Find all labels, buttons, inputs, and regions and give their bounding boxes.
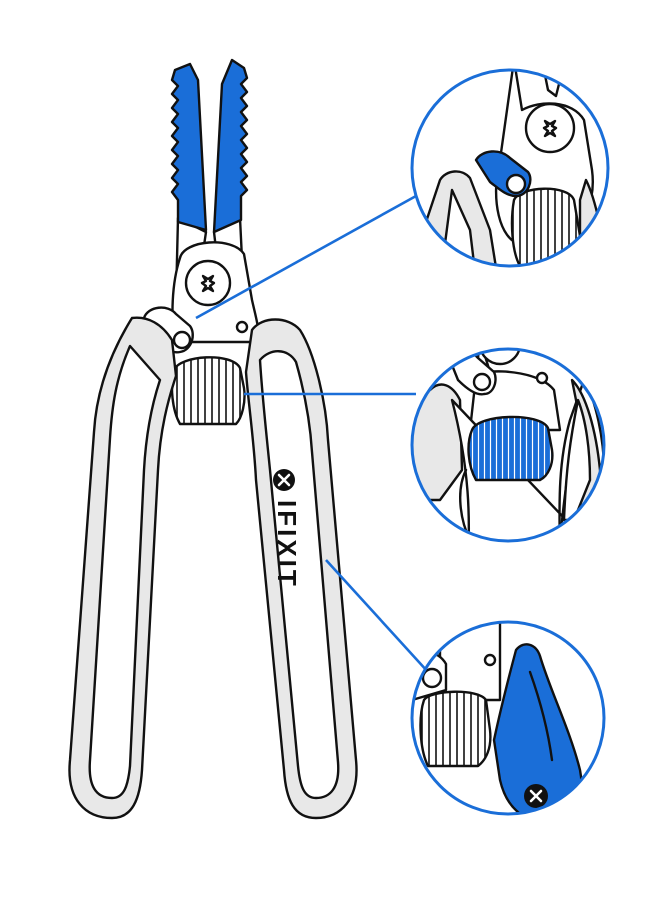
callout-ring-3	[410, 620, 606, 816]
brand-logo: IFIXIT	[272, 469, 302, 589]
callout-circle-handle-grip	[410, 620, 606, 816]
right-tip-blue	[212, 58, 249, 234]
callout-circle-pivot-spring	[410, 68, 610, 268]
grip-block	[170, 356, 246, 426]
small-pin	[235, 320, 249, 334]
right-handle-inner	[258, 350, 340, 800]
callout-ring-1	[410, 68, 610, 268]
left-handle-inner	[88, 344, 162, 800]
brand-wordmark: IFIXIT	[272, 500, 302, 589]
screw-slot-icon	[200, 274, 216, 293]
callout-circle-grip-ridges	[410, 347, 606, 543]
ridges-icon	[467, 415, 554, 482]
callout-lines	[195, 194, 429, 673]
callout-line-1	[195, 194, 417, 320]
handle-x-icon	[529, 789, 543, 803]
spring-pin	[172, 330, 192, 350]
callout-line-3	[325, 559, 429, 673]
x-icon	[277, 473, 291, 487]
pliers: IFIXIT	[68, 58, 358, 820]
left-tip-blue	[170, 62, 208, 232]
callout-ring-2	[410, 347, 606, 543]
